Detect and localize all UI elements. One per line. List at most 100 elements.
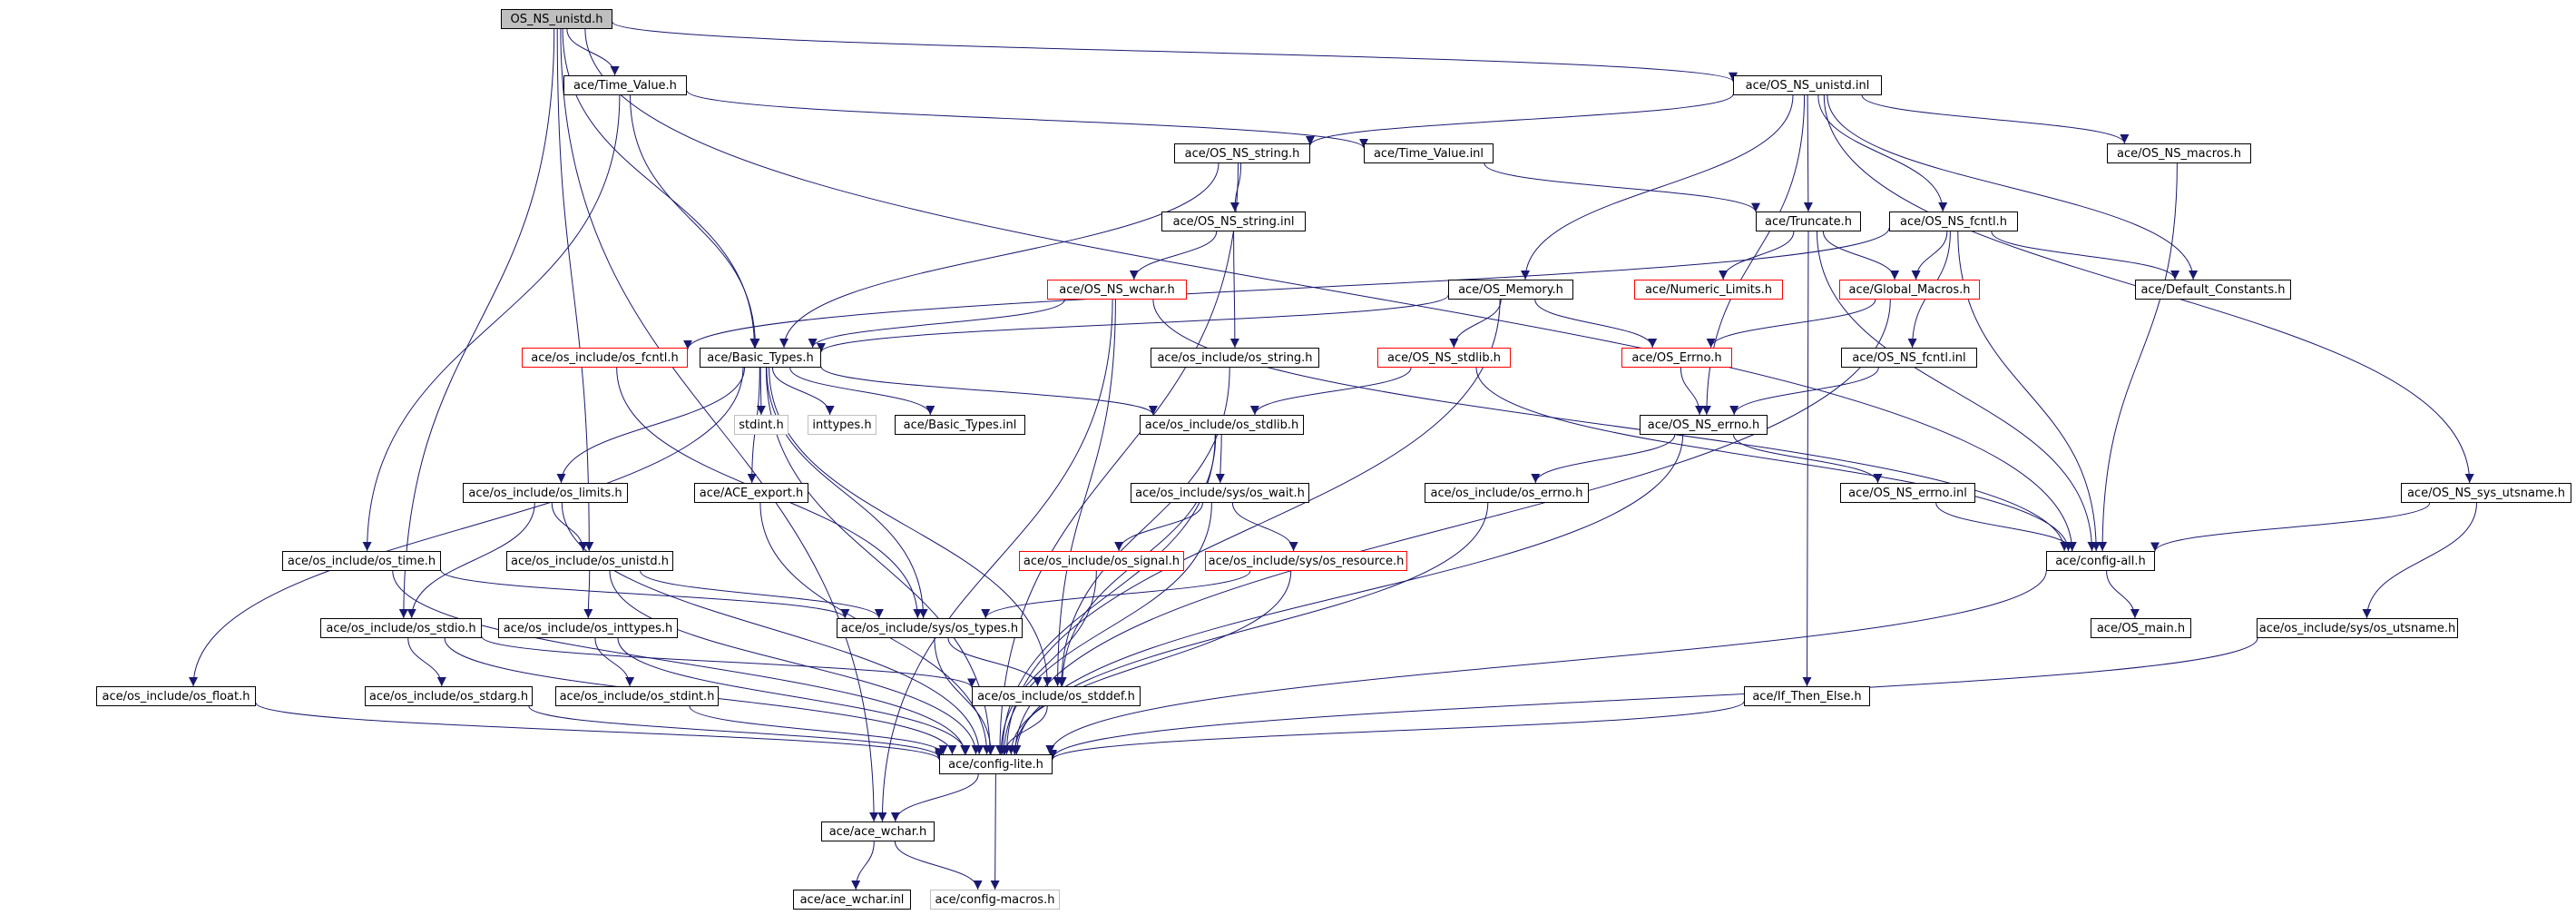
node-os-include-os-fcntl-h[interactable]: ace/os_include/os_fcntl.h bbox=[522, 348, 688, 368]
node-os-main-h[interactable]: ace/OS_main.h bbox=[2091, 618, 2191, 638]
node-os-include-os-stdarg-h[interactable]: ace/os_include/os_stdarg.h bbox=[365, 686, 533, 706]
node-numeric-limits-h[interactable]: ace/Numeric_Limits.h bbox=[1634, 280, 1783, 300]
node-ace-wchar-inl[interactable]: ace/ace_wchar.inl bbox=[793, 890, 911, 910]
node-default-constants-h[interactable]: ace/Default_Constants.h bbox=[2135, 280, 2291, 300]
edge-n_root-to-n_time_value_h bbox=[566, 28, 620, 76]
node-os-ns-stdlib-h[interactable]: ace/OS_NS_stdlib.h bbox=[1377, 348, 1511, 368]
edge-n_sys_wait_inc-to-n_config_lite_h bbox=[999, 502, 1212, 755]
node-os-include-os-stdio-h[interactable]: ace/os_include/os_stdio.h bbox=[320, 618, 482, 638]
edge-n_ns_stdlib_h-to-n_os_stdlib_inc bbox=[1249, 367, 1412, 416]
node-config-macros-h: ace/config-macros.h bbox=[930, 890, 1060, 910]
node-os-ns-errno-inl[interactable]: ace/OS_NS_errno.inl bbox=[1840, 483, 1975, 503]
edge-n_global_macros_h-to-n_config_lite_h bbox=[1010, 299, 1891, 755]
edge-n_os_stdint_inc-to-n_config_lite_h bbox=[689, 705, 948, 755]
edge-n_sys_wait_inc-to-n_sys_resource_inc bbox=[1231, 502, 1298, 552]
edge-n_ns_fcntl_h-to-n_os_fcntl_inc bbox=[683, 228, 1890, 349]
edge-n_ns_unistd_inl-to-n_ns_string_h bbox=[1306, 93, 1734, 146]
edge-n_os_memory_h-to-n_basic_types_h bbox=[817, 294, 1449, 353]
edge-n_sys_resource_inc-to-n_config_lite_h bbox=[1006, 570, 1292, 755]
edge-n_basic_types_h-to-n_sys_types_inc bbox=[766, 367, 928, 619]
node-os-ns-unistd-inl[interactable]: ace/OS_NS_unistd.inl bbox=[1733, 75, 1882, 95]
node-basic-types-h[interactable]: ace/Basic_Types.h bbox=[700, 348, 821, 368]
edge-n_basic_types_h-to-n_os_float_inc bbox=[189, 367, 744, 687]
node-config-all-h[interactable]: ace/config-all.h bbox=[2046, 551, 2155, 571]
node-os-include-sys-os-types-h[interactable]: ace/os_include/sys/os_types.h bbox=[837, 618, 1023, 638]
node-time-value-inl[interactable]: ace/Time_Value.inl bbox=[1364, 143, 1494, 163]
node-os-include-os-unistd-h[interactable]: ace/os_include/os_unistd.h bbox=[506, 551, 673, 571]
node-os-include-sys-os-utsname-h[interactable]: ace/os_include/sys/os_utsname.h bbox=[2257, 618, 2458, 638]
edge-n_os_inttypes_inc-to-n_config_lite_h bbox=[617, 637, 971, 755]
edge-n_ns_sys_utsname_h-to-n_sys_utsname_inc bbox=[2362, 502, 2477, 619]
node-os-include-os-stddef-h[interactable]: ace/os_include/os_stddef.h bbox=[972, 686, 1141, 706]
edge-n_config_lite_h-to-n_ace_wchar_h bbox=[890, 773, 979, 822]
edge-n_ns_errno_inl-to-n_config_all_h bbox=[1935, 502, 2077, 552]
edge-n_root-to-n_ns_unistd_inl bbox=[612, 21, 1738, 83]
node-os-ns-string-inl[interactable]: ace/OS_NS_string.inl bbox=[1161, 212, 1306, 231]
node-os-include-os-string-h[interactable]: ace/os_include/os_string.h bbox=[1151, 348, 1319, 368]
edge-n_root-to-n_config_all_h bbox=[584, 28, 2077, 552]
edge-n_os_stdio_inc-to-n_os_stddef_inc bbox=[481, 635, 976, 688]
edge-n_basic_types_h-to-n_inttypes_h bbox=[771, 367, 835, 416]
edge-n_truncate_h-to-n_config_all_h bbox=[1817, 231, 2097, 552]
edge-n_ns_wchar_h-to-n_os_stddef_inc bbox=[1053, 299, 1116, 687]
edge-n_sys_wait_inc-to-n_os_signal_inc bbox=[1114, 502, 1203, 552]
edge-n_config_lite_h-to-n_config_macros_h bbox=[990, 773, 1000, 890]
edge-n_ns_string_h-to-n_basic_types_h bbox=[779, 162, 1219, 349]
node-os-ns-errno-h[interactable]: ace/OS_NS_errno.h bbox=[1640, 415, 1768, 435]
node-os-ns-fcntl-h[interactable]: ace/OS_NS_fcntl.h bbox=[1889, 212, 2018, 231]
edge-n_os_limits_inc-to-n_os_stdio_inc bbox=[406, 502, 535, 619]
node-config-lite-h[interactable]: ace/config-lite.h bbox=[939, 754, 1053, 774]
node-os-include-os-time-h[interactable]: ace/os_include/os_time.h bbox=[282, 551, 441, 571]
node-os-include-sys-os-resource-h[interactable]: ace/os_include/sys/os_resource.h bbox=[1205, 551, 1407, 571]
edge-n_os_memory_h-to-n_os_errno_h bbox=[1534, 299, 1658, 349]
edge-n_os_memory_h-to-n_config_lite_h bbox=[1002, 299, 1501, 755]
node-time-value-h[interactable]: ace/Time_Value.h bbox=[563, 75, 687, 95]
edge-n_os_stdlib_inc-to-n_sys_wait_inc bbox=[1215, 434, 1225, 484]
edge-n_ns_unistd_inl-to-n_ns_macros_h bbox=[1861, 94, 2130, 144]
node-os-include-os-errno-h[interactable]: ace/os_include/os_errno.h bbox=[1425, 483, 1589, 503]
node-inttypes-h: inttypes.h bbox=[808, 415, 877, 435]
node-os-include-os-stdlib-h[interactable]: ace/os_include/os_stdlib.h bbox=[1140, 415, 1304, 435]
node-os-ns-string-h[interactable]: ace/OS_NS_string.h bbox=[1174, 143, 1310, 163]
edge-n_ns_errno_h-to-n_ns_errno_inl bbox=[1733, 434, 1883, 484]
node-ace-export-h[interactable]: ace/ACE_export.h bbox=[694, 483, 808, 503]
edge-n_os_stdarg_inc-to-n_config_lite_h bbox=[528, 705, 944, 758]
edge-n_os_limits_inc-to-n_config_lite_h bbox=[561, 502, 984, 755]
node-os-memory-h[interactable]: ace/OS_Memory.h bbox=[1448, 280, 1573, 300]
edge-n_ns_fcntl_h-to-n_default_constants_h bbox=[1991, 231, 2180, 280]
node-os-ns-fcntl-inl[interactable]: ace/OS_NS_fcntl.inl bbox=[1841, 348, 1977, 368]
node-global-macros-h[interactable]: ace/Global_Macros.h bbox=[1839, 280, 1980, 300]
node-os-include-os-limits-h[interactable]: ace/os_include/os_limits.h bbox=[463, 483, 628, 503]
edge-n_os_signal_inc-to-n_config_lite_h bbox=[996, 570, 1097, 755]
edge-n_ns_macros_h-to-n_config_all_h bbox=[2098, 162, 2178, 552]
edge-n_time_value_h-to-n_os_time_inc bbox=[362, 94, 621, 552]
node-os-ns-unistd-h: OS_NS_unistd.h bbox=[501, 9, 612, 29]
edge-n_config_all_h-to-n_config_lite_h bbox=[1045, 570, 2047, 755]
node-if-then-else-h[interactable]: ace/If_Then_Else.h bbox=[1744, 686, 1870, 706]
edge-n_root-to-n_os_unistd_inc bbox=[556, 28, 594, 552]
node-truncate-h[interactable]: ace/Truncate.h bbox=[1756, 212, 1861, 231]
edge-n_ns_fcntl_h-to-n_global_macros_h bbox=[1911, 231, 1948, 280]
edge-n_sys_utsname_inc-to-n_config_lite_h bbox=[1048, 637, 2258, 759]
node-os-errno-h[interactable]: ace/OS_Errno.h bbox=[1621, 348, 1732, 368]
node-os-include-os-inttypes-h[interactable]: ace/os_include/os_inttypes.h bbox=[498, 618, 678, 638]
node-os-ns-sys-utsname-h[interactable]: ace/OS_NS_sys_utsname.h bbox=[2401, 483, 2571, 503]
node-ace-wchar-h[interactable]: ace/ace_wchar.h bbox=[821, 822, 935, 841]
edge-n_time_value_inl-to-n_truncate_h bbox=[1484, 162, 1760, 212]
edge-n_ns_fcntl_inl-to-n_ns_errno_h bbox=[1729, 367, 1879, 416]
node-os-ns-macros-h[interactable]: ace/OS_NS_macros.h bbox=[2107, 143, 2251, 163]
node-basic-types-inl[interactable]: ace/Basic_Types.inl bbox=[895, 415, 1025, 435]
node-os-include-sys-os-wait-h[interactable]: ace/os_include/sys/os_wait.h bbox=[1131, 483, 1309, 503]
edge-n_os_unistd_inc-to-n_sys_types_inc bbox=[640, 570, 884, 619]
node-os-include-os-stdint-h[interactable]: ace/os_include/os_stdint.h bbox=[555, 686, 719, 706]
edge-n_sys_types_inc-to-n_os_stddef_inc bbox=[947, 637, 1043, 687]
node-os-include-os-signal-h[interactable]: ace/os_include/os_signal.h bbox=[1019, 551, 1184, 571]
edge-n_os_errno_h-to-n_ns_errno_h bbox=[1680, 367, 1705, 416]
edge-n_config_all_h-to-n_os_main_h bbox=[2106, 570, 2140, 619]
node-os-ns-wchar-h[interactable]: ace/OS_NS_wchar.h bbox=[1047, 280, 1187, 300]
edge-n_ns_stdlib_h-to-n_config_all_h bbox=[1475, 367, 2073, 552]
edge-n_basic_types_h-to-n_os_limits_inc bbox=[556, 367, 745, 484]
node-os-include-os-float-h[interactable]: ace/os_include/os_float.h bbox=[96, 686, 256, 706]
edge-n_os_float_inc-to-n_config_lite_h bbox=[255, 702, 944, 761]
